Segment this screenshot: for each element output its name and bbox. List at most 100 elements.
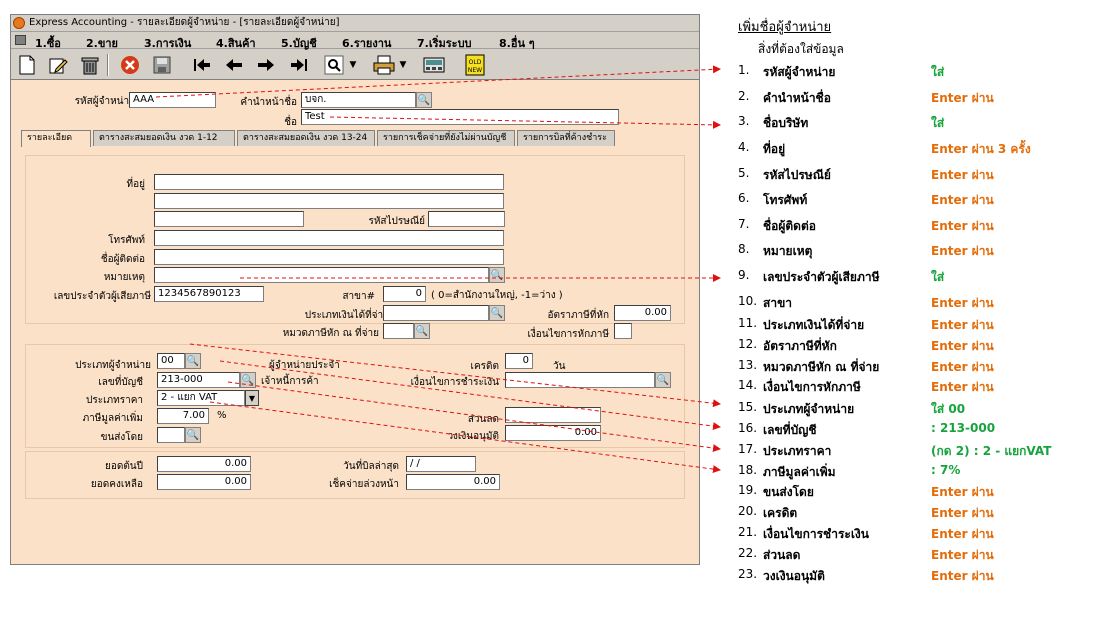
new-icon[interactable] [16,54,38,76]
notes-heading: เพิ่มชื่อผู้จำหน่าย [738,20,832,35]
advance-cheque-input[interactable]: 0.00 [406,474,500,490]
note-field: ประเภทราคา [763,444,832,458]
wht-category-input[interactable] [383,323,414,339]
income-type-label: ประเภทเงินได้ที่จ่าย [304,310,389,321]
tab-outstanding-bills[interactable]: รายการบิลที่ค้างชำระ [517,130,615,146]
note-value: Enter ผ่าน [931,168,994,182]
price-type-select[interactable]: 2 - แยก VAT [157,390,245,406]
menu-reports[interactable]: 6.รายงาน [342,37,392,50]
price-type-dropdown-icon[interactable]: ▼ [245,390,259,406]
credit-label: เครดิต [470,361,499,372]
menu-purchase[interactable]: 1.ซื้อ [35,37,61,50]
instruction-notes: เพิ่มชื่อผู้จำหน่าย สิ่งที่ต้องใส่ข้อมูล… [738,0,1098,600]
vendor-name-input[interactable]: Test [301,109,619,125]
menu-finance[interactable]: 3.การเงิน [144,37,192,50]
advance-cheque-label: เช็คจ่ายล่วงหน้า [329,479,399,490]
tab-balance-13-24[interactable]: ตารางสะสมยอดเงิน งวด 13-24 [237,130,375,146]
credit-limit-label: วงเงินอนุมัติ [447,431,499,442]
contact-input[interactable] [154,249,504,265]
address-line1-input[interactable] [154,174,504,190]
notes-subheading: สิ่งที่ต้องใส่ข้อมูล [758,42,844,56]
branch-input[interactable]: 0 [383,286,426,302]
name-prefix-input[interactable]: บจก. [301,92,416,108]
menu-others[interactable]: 8.อื่น ๆ [499,37,535,50]
vat-input[interactable]: 7.00 [157,408,209,424]
note-field: รหัสไปรษณีย์ [763,168,831,182]
calculator-icon[interactable] [423,54,445,76]
taxid-label: เลขประจำตัวผู้เสียภาษี [53,291,151,302]
tab-uncleared-cheques[interactable]: รายการเช็คจ่ายที่ยังไม่ผ่านบัญชี [377,130,515,146]
vat-label: ภาษีมูลค่าเพิ่ม [82,413,143,424]
note-number: 19. [738,483,758,497]
menu-accounting[interactable]: 5.บัญชี [281,37,317,50]
print-dropdown-icon[interactable]: ▼ [399,59,407,70]
payment-condition-lookup-icon[interactable]: 🔍 [655,372,671,388]
note-number: 18. [738,463,758,477]
taxid-input[interactable]: 1234567890123 [154,286,264,302]
phone-input[interactable] [154,230,504,246]
vendor-type-input[interactable]: 00 [157,353,185,369]
note-value: Enter ผ่าน [931,91,994,105]
income-type-input[interactable] [383,305,489,321]
wht-category-lookup-icon[interactable]: 🔍 [414,323,430,339]
shipper-lookup-icon[interactable]: 🔍 [185,427,201,443]
credit-input[interactable]: 0 [505,353,533,369]
income-type-lookup-icon[interactable]: 🔍 [489,305,505,321]
note-field: คำนำหน้าชื่อ [763,91,831,105]
note-value: Enter ผ่าน [931,527,994,541]
remark-lookup-icon[interactable]: 🔍 [489,267,505,283]
note-number: 15. [738,400,758,414]
shipper-input[interactable] [157,427,185,443]
remark-input[interactable] [154,267,489,283]
vendor-code-input[interactable]: AAA [129,92,216,108]
note-value: ใส่ 00 [931,402,966,416]
account-input[interactable]: 213-000 [157,372,240,388]
address-line2-input[interactable] [154,193,504,209]
zip-input[interactable] [428,211,505,227]
tab-details[interactable]: รายละเอียด [21,130,91,147]
opening-balance-label: ยอดต้นปี [104,461,143,472]
account-lookup-icon[interactable]: 🔍 [240,372,256,388]
note-number: 13. [738,358,758,372]
remaining-balance-input[interactable]: 0.00 [157,474,251,490]
menu-setup[interactable]: 7.เริ่มระบบ [417,37,472,50]
prefix-lookup-icon[interactable]: 🔍 [416,92,432,108]
edit-icon[interactable] [47,54,69,76]
wht-condition-input[interactable] [614,323,632,339]
last-bill-date-input[interactable]: / / [406,456,476,472]
payment-condition-input[interactable] [505,372,655,388]
prev-record-icon[interactable] [223,54,245,76]
note-field: เงื่อนไขการชำระเงิน [763,527,869,541]
note-number: 4. [738,140,750,154]
opening-balance-input[interactable]: 0.00 [157,456,251,472]
note-number: 2. [738,89,750,103]
price-type-label: ประเภทราคา [86,395,143,406]
cancel-icon[interactable] [119,54,141,76]
credit-limit-input[interactable]: 0.00 [505,425,601,441]
discount-input[interactable] [505,407,601,423]
menu-sales[interactable]: 2.ขาย [86,37,118,50]
tab-balance-1-12[interactable]: ตารางสะสมยอดเงิน งวด 1-12 [93,130,235,146]
vendor-type-lookup-icon[interactable]: 🔍 [185,353,201,369]
note-field: ประเภทเงินได้ที่จ่าย [763,318,865,332]
wht-rate-input[interactable]: 0.00 [614,305,671,321]
menu-inventory[interactable]: 4.สินค้า [216,37,256,50]
note-value: ใส่ [931,270,945,284]
save-icon[interactable] [151,54,173,76]
delete-icon[interactable] [79,54,101,76]
system-menu-icon[interactable] [15,35,26,45]
search-icon[interactable] [323,54,345,76]
note-field: เลขประจำตัวผู้เสียภาษี [763,270,880,284]
first-record-icon[interactable] [191,54,213,76]
note-number: 9. [738,268,750,282]
print-icon[interactable] [373,54,395,76]
note-field: รหัสผู้จำหน่าย [763,65,836,79]
last-record-icon[interactable] [288,54,310,76]
note-number: 12. [738,337,758,351]
address-line3-input[interactable] [154,211,304,227]
search-dropdown-icon[interactable]: ▼ [349,59,357,70]
next-record-icon[interactable] [255,54,277,76]
